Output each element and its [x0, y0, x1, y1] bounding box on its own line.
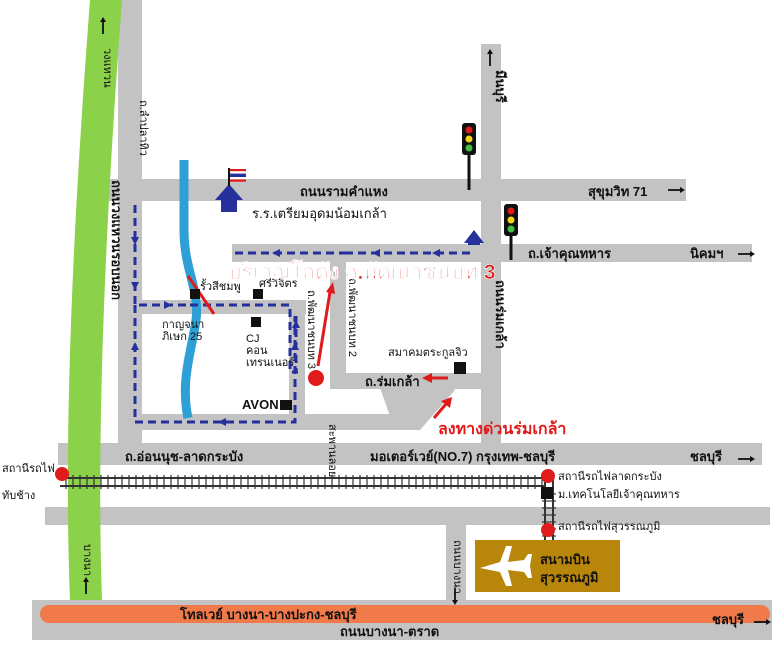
airport-label-2: สุวรรณภูมิ	[540, 570, 598, 586]
road-bangna-vertical	[446, 510, 466, 610]
landmark-sriwichit-label: ศรีวิจิตร	[259, 277, 298, 290]
road-rom-klao-vertical	[481, 44, 501, 464]
landmark-avon-marker	[280, 400, 292, 410]
school-icon	[215, 168, 246, 212]
pink-fence	[186, 275, 216, 315]
road-label-phatthana3: ถ.พัฒนาชนบท 3	[305, 290, 317, 369]
airport-label-1: สนามบิน	[540, 552, 590, 567]
landmark-tech-label: ม.เทคโนโลยีเจ้าคุณทหาร	[558, 487, 680, 501]
road-label-bangna-trad: ถนนบางนา-ตราด	[340, 624, 439, 639]
landmark-school-label: ร.ร.เตรียมอุดมน้อมเกล้า	[252, 206, 387, 222]
road-label-chonburi-1: ชลบุรี	[690, 449, 722, 465]
station-thap-chang-label-1: สถานีรถไฟ	[2, 462, 55, 475]
traffic-light-2	[504, 204, 518, 260]
landmark-kanchana-label: กาญจนา	[162, 319, 204, 331]
gray-roads	[32, 0, 772, 640]
airplane-icon	[480, 546, 532, 586]
road-label-sukhumvit: สุขุมวิท 71	[588, 184, 647, 200]
canal	[179, 160, 202, 419]
road-lower	[45, 507, 770, 525]
road-label-min-buri: มีนบุรี	[492, 70, 508, 103]
road-left-vertical	[118, 0, 142, 460]
landmark-phisek-label: ภิเษก 25	[162, 331, 202, 343]
landmark-cj-marker	[251, 317, 261, 327]
road-on-nut	[58, 443, 762, 465]
road-label-tollway: โทลเวย์ บางนา-บางปะกง-ชลบุรี	[179, 606, 357, 623]
landmark-avon-label: AVON	[242, 397, 279, 412]
road-label-bang-na: บางนา	[81, 544, 93, 576]
road-label-rom-klao: ถ.ร่มเกล้า	[365, 374, 420, 389]
road-phatthana3	[289, 300, 305, 428]
road-tollway	[40, 605, 770, 623]
landmark-sriwichit-marker	[253, 289, 263, 299]
road-label-chonburi-2: ชลบุรี	[712, 612, 744, 628]
road-rom-klao	[330, 373, 500, 389]
road-label-kmitl-bridge: สะพานลอย	[326, 424, 338, 477]
landmark-ruachomphu-label: รั้วสีชมพู	[200, 278, 241, 293]
road-label-bangna-vertical: ถนนบางนา	[451, 540, 463, 594]
landmark-association-marker	[454, 362, 466, 374]
route-arrowheads	[131, 237, 440, 426]
road-label-motorway: มอเตอร์เวย์(NO.7) กรุงเทพ-ชลบุรี	[370, 449, 555, 465]
road-label-lumpra: ถ.ลำปลาทิว	[137, 100, 149, 156]
road-label-ratchathewi: วงแหวน	[101, 48, 113, 88]
landmark-association-label: สมาคมตระกูลจิว	[388, 347, 468, 359]
exit-rom-klao-label: ลงทางด่วนร่มเกล้า	[438, 420, 566, 438]
road-label-ramkhamhaeng: ถนนรามคำแหง	[300, 184, 388, 199]
station-thap-chang-dot	[55, 467, 69, 481]
direction-arrows	[83, 17, 771, 625]
road-ramp	[380, 378, 455, 430]
building-icon	[464, 230, 484, 245]
warehouse-area-title: บริเวณโกดัง ถ.พัฒนาชนบท 3	[228, 259, 496, 284]
warehouse-location-marker	[308, 370, 324, 386]
station-lat-krabang-label: สถานีรถไฟลาดกระบัง	[558, 470, 662, 483]
station-lat-krabang-dot	[541, 469, 555, 483]
landmark-ruachomphu-marker	[190, 289, 200, 299]
red-arrows	[316, 282, 452, 419]
road-label-rom-klao-vertical: ถนนร่มเกล้า	[493, 280, 508, 349]
station-suvarnabhumi-label: สถานีรถไฟสุวรรณภูมิ	[558, 520, 660, 533]
road-label-on-nut: ถ.อ่อนนุช-ลาดกระบัง	[125, 449, 243, 465]
traffic-light-1	[462, 123, 476, 190]
road-label-nikhom: นิคมฯ	[690, 246, 723, 261]
landmark-cj-label-1: CJ	[246, 333, 259, 345]
station-suvarnabhumi-dot	[541, 523, 555, 537]
landmark-cj-label-2: คอน	[246, 345, 268, 357]
green-road	[67, 0, 122, 600]
road-label-chaokhun: ถ.เจ้าคุณทหาร	[528, 246, 611, 262]
road-label-phatthana2: ถ.พัฒนาชนบท 2	[346, 278, 358, 357]
landmark-cj-label-3: เทรนเนอร์	[246, 356, 294, 369]
station-thap-chang-label-2: ทับช้าง	[2, 490, 35, 502]
road-outer-ring	[67, 0, 122, 600]
road-label-outer-ring: ถนนวงแหวนรอบนอก	[109, 180, 124, 300]
landmark-tech-marker	[541, 487, 553, 499]
